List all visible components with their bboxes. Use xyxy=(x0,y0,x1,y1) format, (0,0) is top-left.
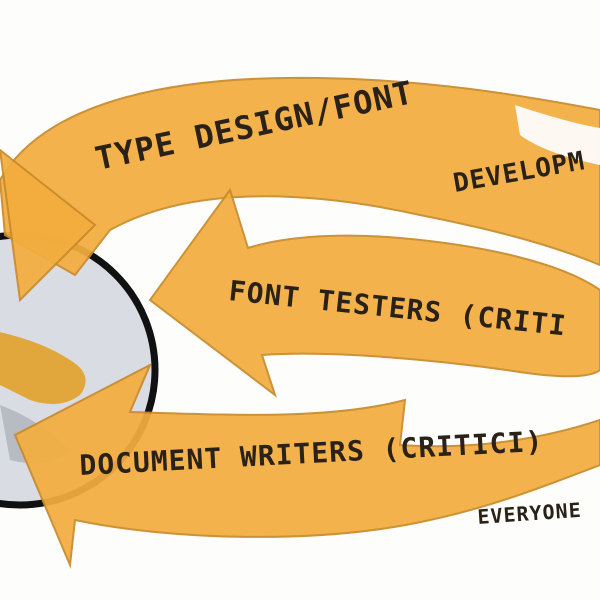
bird-figure xyxy=(0,332,86,404)
arrow-font-testers xyxy=(148,187,600,398)
arrow-type-design-head xyxy=(0,148,97,303)
arrow-type-design-notch xyxy=(515,105,600,165)
arrow-type-design xyxy=(0,76,600,277)
